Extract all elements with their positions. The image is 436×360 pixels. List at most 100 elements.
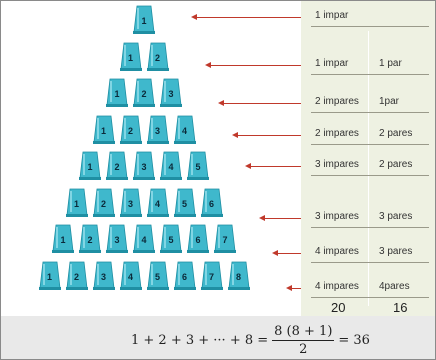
arrow-line [250, 166, 301, 167]
cup-number: 1 [127, 52, 133, 63]
cup-number: 2 [127, 125, 133, 136]
cup [65, 261, 88, 290]
cup [146, 188, 169, 217]
odd-count: 4 impares [315, 246, 359, 257]
even-count: 2 pares [379, 128, 413, 139]
cup-number: 3 [141, 162, 147, 172]
cup-number: 1 [100, 125, 106, 136]
cup [160, 78, 182, 107]
cup-number: 4 [127, 271, 133, 282]
cup-number: 1 [114, 89, 120, 99]
cup [173, 261, 196, 290]
arrow-line [277, 253, 301, 254]
cup-number: 5 [181, 198, 187, 209]
cup [133, 224, 155, 253]
cup [133, 5, 155, 34]
count-table: 1 impar 1 impar 1 par 2 impares 1par 2 impare… [301, 1, 435, 316]
cup-number: 6 [195, 235, 201, 245]
formula-bar: 1 + 2 + 3 + ··· + 8 = 8 (8 + 1) 2 = 36 [1, 316, 435, 359]
cup-number: 1 [141, 16, 147, 26]
cup [146, 42, 169, 71]
cup-number: 5 [154, 271, 160, 282]
cup-number: 3 [168, 89, 174, 99]
formula-denominator: 2 [299, 342, 308, 357]
arrow-head [204, 62, 211, 68]
cup [133, 151, 155, 180]
odd-count: 4 impares [315, 281, 359, 292]
cup-number: 2 [154, 52, 160, 63]
cup [38, 261, 61, 290]
cup-number: 3 [114, 235, 120, 245]
arrow-head [231, 132, 238, 138]
arrow-head [285, 285, 292, 291]
cup-number: 1 [87, 162, 93, 172]
sum-formula: 1 + 2 + 3 + ··· + 8 = 8 (8 + 1) 2 = 36 [131, 324, 370, 357]
row-divider [311, 144, 429, 145]
cup [79, 224, 101, 253]
odd-total: 20 [331, 300, 346, 315]
even-count: 4pares [379, 281, 410, 292]
row-divider [311, 112, 429, 113]
row-divider [311, 227, 429, 228]
cup-number: 2 [114, 162, 120, 172]
arrow-line [236, 135, 301, 136]
arrow-head [191, 14, 197, 20]
cup [106, 224, 128, 253]
cup-number: 5 [168, 235, 174, 245]
arrow-head [218, 100, 224, 106]
even-count: 2 pares [379, 159, 413, 170]
cup [119, 261, 142, 290]
arrow-line [263, 218, 301, 219]
cup [119, 42, 142, 71]
cup-number: 6 [181, 271, 187, 282]
arrow-head [258, 215, 265, 221]
cup [106, 78, 128, 107]
cup [79, 151, 101, 180]
arrow-line [209, 65, 301, 66]
cup-number: 6 [208, 198, 214, 209]
cup [160, 151, 182, 180]
cup [52, 224, 74, 253]
cup [173, 188, 196, 217]
cup [187, 151, 209, 180]
row-divider [311, 26, 429, 27]
cup-number: 4 [168, 162, 174, 172]
even-count: 3 pares [379, 246, 413, 257]
cup-number: 4 [141, 235, 147, 245]
cup [146, 115, 169, 144]
cup [92, 115, 115, 144]
odd-count: 1 impar [315, 10, 349, 21]
cup [187, 224, 209, 253]
row-divider [311, 297, 429, 298]
even-count: 1 par [379, 58, 402, 69]
odd-count: 3 impares [315, 211, 359, 222]
odd-count: 2 impares [315, 128, 359, 139]
odd-count: 1 impar [315, 58, 349, 69]
cup [119, 115, 142, 144]
row-divider [311, 175, 429, 176]
arrow-head [245, 163, 251, 169]
formula-fraction: 8 (8 + 1) 2 [272, 324, 335, 357]
cup [160, 224, 182, 253]
odd-count: 3 impares [315, 159, 359, 170]
odd-count: 2 impares [315, 96, 359, 107]
cup-number: 2 [100, 198, 106, 209]
cup-number: 3 [100, 271, 106, 282]
cup-number: 7 [208, 271, 214, 282]
cup-number: 3 [154, 125, 160, 136]
arrow-line [196, 17, 301, 18]
even-count: 1par [379, 96, 400, 107]
formula-lhs: 1 + 2 + 3 + ··· + 8 = [131, 333, 269, 348]
cup [200, 261, 223, 290]
cup [214, 224, 236, 253]
cup-number: 1 [46, 271, 52, 282]
arrow-head [272, 250, 278, 256]
cup [227, 261, 250, 290]
cup-number: 5 [195, 162, 201, 172]
even-count: 3 pares [379, 211, 413, 222]
arrow-line [290, 288, 301, 289]
formula-numerator: 8 (8 + 1) [272, 324, 335, 341]
cup-number: 8 [235, 271, 241, 282]
cup-number: 1 [60, 235, 66, 245]
